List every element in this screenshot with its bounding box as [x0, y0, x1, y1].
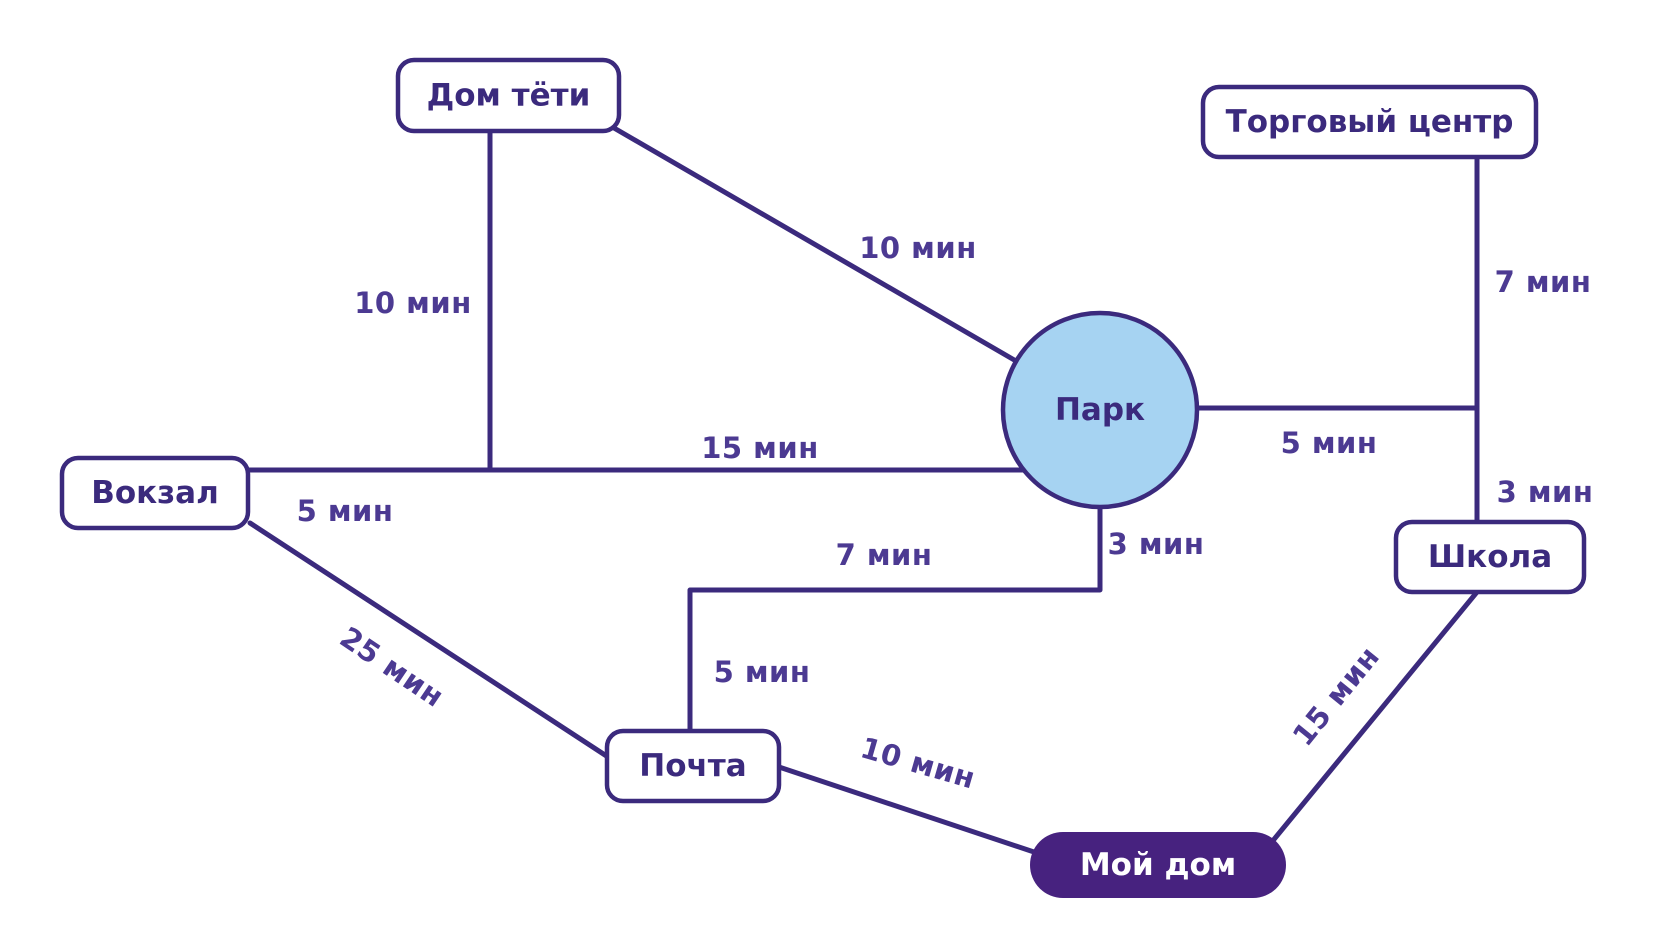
- edge-label-1: 10 мин: [859, 231, 977, 265]
- edge-school-my-home: [1268, 589, 1480, 846]
- edge-station-post-office: [247, 520, 611, 760]
- node-my-home-label: Мой дом: [1080, 847, 1236, 883]
- edge-label-5: 3 мин: [1108, 527, 1205, 561]
- node-aunt-house-shape: [395, 57, 622, 134]
- edge-label-2: 15 мин: [701, 431, 819, 465]
- node-post-office-shape: [604, 728, 782, 804]
- node-park-shape: [1000, 310, 1200, 510]
- edge-label-9: 7 мин: [1495, 265, 1592, 299]
- edge-label-10: 3 мин: [1497, 475, 1594, 509]
- node-park-label: Парк: [1055, 392, 1145, 428]
- edge-label-8: 25 мин: [334, 620, 450, 714]
- node-post-office-label: Почта: [639, 748, 746, 784]
- edge-post-office-my-home: [776, 764, 1043, 857]
- node-mall-label: Торговый центр: [1226, 104, 1514, 140]
- edge-label-6: 5 мин: [714, 655, 811, 689]
- node-my-home-shape: [1030, 832, 1286, 898]
- edge-label-0: 10 мин: [354, 286, 472, 320]
- edge-label-7: 10 мин: [857, 730, 979, 795]
- edge-label-3: 5 мин: [297, 494, 394, 528]
- node-station-shape: [59, 455, 251, 531]
- edge-aunt-house-park: [611, 125, 1019, 364]
- node-aunt-house-label: Дом тёти: [427, 78, 591, 114]
- edge-park-post-office: [687, 504, 1103, 734]
- edge-label-12: 15 мин: [1286, 640, 1386, 753]
- edge-label-11: 5 мин: [1281, 426, 1378, 460]
- node-mall-shape: [1200, 84, 1539, 160]
- node-school-label: Школа: [1428, 539, 1552, 575]
- edge-label-4: 7 мин: [836, 538, 933, 572]
- node-school-shape: [1393, 519, 1587, 595]
- node-station-label: Вокзал: [91, 475, 219, 511]
